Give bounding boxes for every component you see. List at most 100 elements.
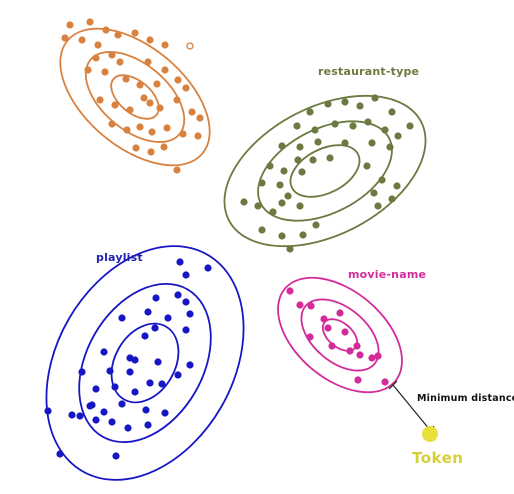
orange-point-14 xyxy=(101,68,109,76)
orange-point-42 xyxy=(146,99,154,107)
orange-hollow-point-1 xyxy=(186,42,194,50)
orange-point-38 xyxy=(132,144,140,152)
orange-point-41 xyxy=(173,166,181,174)
playlist-point-31 xyxy=(142,406,150,414)
playlist-point-12 xyxy=(182,326,190,334)
orange-point-33 xyxy=(136,123,144,131)
playlist-point-13 xyxy=(141,332,149,340)
movie-name-point-15 xyxy=(381,378,389,386)
playlist-point-16 xyxy=(154,358,162,366)
playlist-point-6 xyxy=(182,298,190,306)
orange-point-28 xyxy=(173,96,181,104)
orange-ring-2 xyxy=(84,51,186,143)
restaurant-type-point-37 xyxy=(388,195,396,203)
playlist-point-11 xyxy=(151,324,159,332)
minimum-distance-cap-start xyxy=(388,380,398,390)
orange-point-18 xyxy=(174,76,182,84)
movie-name-point-8 xyxy=(374,352,382,360)
movie-name-point-11 xyxy=(346,347,354,355)
restaurant-type-point-34 xyxy=(278,199,286,207)
restaurant-type-point-44 xyxy=(374,202,382,210)
orange-point-30 xyxy=(196,114,204,122)
playlist-point-5 xyxy=(152,294,160,302)
orange-point-7 xyxy=(131,29,139,37)
orange-point-22 xyxy=(122,75,130,83)
movie-name-point-3 xyxy=(320,315,328,323)
cluster-playlist xyxy=(44,245,245,481)
movie-name-point-13 xyxy=(368,354,376,362)
restaurant-type-point-22 xyxy=(309,156,317,164)
playlist-point-7 xyxy=(118,314,126,322)
orange-point-29 xyxy=(188,108,196,116)
restaurant-type-point-30 xyxy=(378,176,386,184)
movie-name-point-16 xyxy=(296,301,304,309)
restaurant-type-point-24 xyxy=(266,162,274,170)
restaurant-type-point-35 xyxy=(296,202,304,210)
playlist-point-27 xyxy=(158,380,166,388)
orange-point-8 xyxy=(146,36,154,44)
playlist-point-18 xyxy=(78,368,86,376)
movie-name-ring-1 xyxy=(277,276,403,394)
restaurant-type-point-9 xyxy=(311,126,319,134)
cluster-label-restaurant-type: restaurant-type xyxy=(318,65,420,78)
movie-name-point-12 xyxy=(356,351,364,359)
playlist-point-9 xyxy=(164,314,172,322)
restaurant-type-point-13 xyxy=(381,126,389,134)
orange-point-31 xyxy=(108,120,116,128)
playlist-point-22 xyxy=(186,361,194,369)
playlist-point-35 xyxy=(124,424,132,432)
playlist-point-21 xyxy=(174,371,182,379)
restaurant-type-ring-1 xyxy=(223,94,427,248)
playlist-point-25 xyxy=(131,388,139,396)
cluster-restaurant-type xyxy=(223,94,427,253)
restaurant-type-point-38 xyxy=(269,208,277,216)
playlist-ring-2 xyxy=(78,282,212,444)
restaurant-type-point-7 xyxy=(406,122,414,130)
restaurant-type-point-8 xyxy=(293,122,301,130)
restaurant-type-point-20 xyxy=(386,143,394,151)
movie-name-point-2 xyxy=(307,302,315,310)
playlist-point-14 xyxy=(100,348,108,356)
minimum-distance-line xyxy=(392,384,431,431)
movie-name-point-5 xyxy=(324,324,332,332)
restaurant-type-point-18 xyxy=(341,139,349,147)
playlist-point-2 xyxy=(204,264,212,272)
orange-ring-3 xyxy=(110,74,160,120)
orange-point-35 xyxy=(163,124,171,132)
restaurant-type-point-17 xyxy=(314,138,322,146)
orange-point-34 xyxy=(148,128,156,136)
orange-point-6 xyxy=(114,31,122,39)
restaurant-type-point-42 xyxy=(299,231,307,239)
playlist-point-24 xyxy=(111,383,119,391)
orange-point-25 xyxy=(126,106,134,114)
movie-name-point-14 xyxy=(354,376,362,384)
orange-point-3 xyxy=(61,34,69,42)
playlist-point-26 xyxy=(146,379,154,387)
movie-name-point-10 xyxy=(328,342,336,350)
orange-point-21 xyxy=(136,81,144,89)
playlist-point-33 xyxy=(92,416,100,424)
orange-point-27 xyxy=(156,104,164,112)
orange-point-20 xyxy=(153,80,161,88)
movie-name-ring-2 xyxy=(300,298,380,372)
restaurant-type-point-36 xyxy=(370,189,378,197)
orange-point-9 xyxy=(161,41,169,49)
restaurant-type-point-32 xyxy=(240,198,248,206)
restaurant-type-point-21 xyxy=(294,156,302,164)
restaurant-type-point-16 xyxy=(296,143,304,151)
restaurant-type-point-3 xyxy=(341,98,349,106)
restaurant-type-point-19 xyxy=(368,139,376,147)
minimum-distance-label: Minimum distance xyxy=(417,393,514,404)
movie-name-point-4 xyxy=(336,309,344,317)
orange-point-5 xyxy=(102,26,110,34)
restaurant-type-point-6 xyxy=(388,108,396,116)
restaurant-type-point-15 xyxy=(278,142,286,150)
restaurant-type-point-11 xyxy=(349,122,357,130)
movie-name-point-6 xyxy=(341,328,349,336)
playlist-point-3 xyxy=(182,271,190,279)
restaurant-type-point-23 xyxy=(326,154,334,162)
minimum-distance-annotation xyxy=(388,380,438,442)
restaurant-type-point-28 xyxy=(276,181,284,189)
restaurant-type-point-43 xyxy=(286,245,294,253)
restaurant-type-point-2 xyxy=(324,100,332,108)
